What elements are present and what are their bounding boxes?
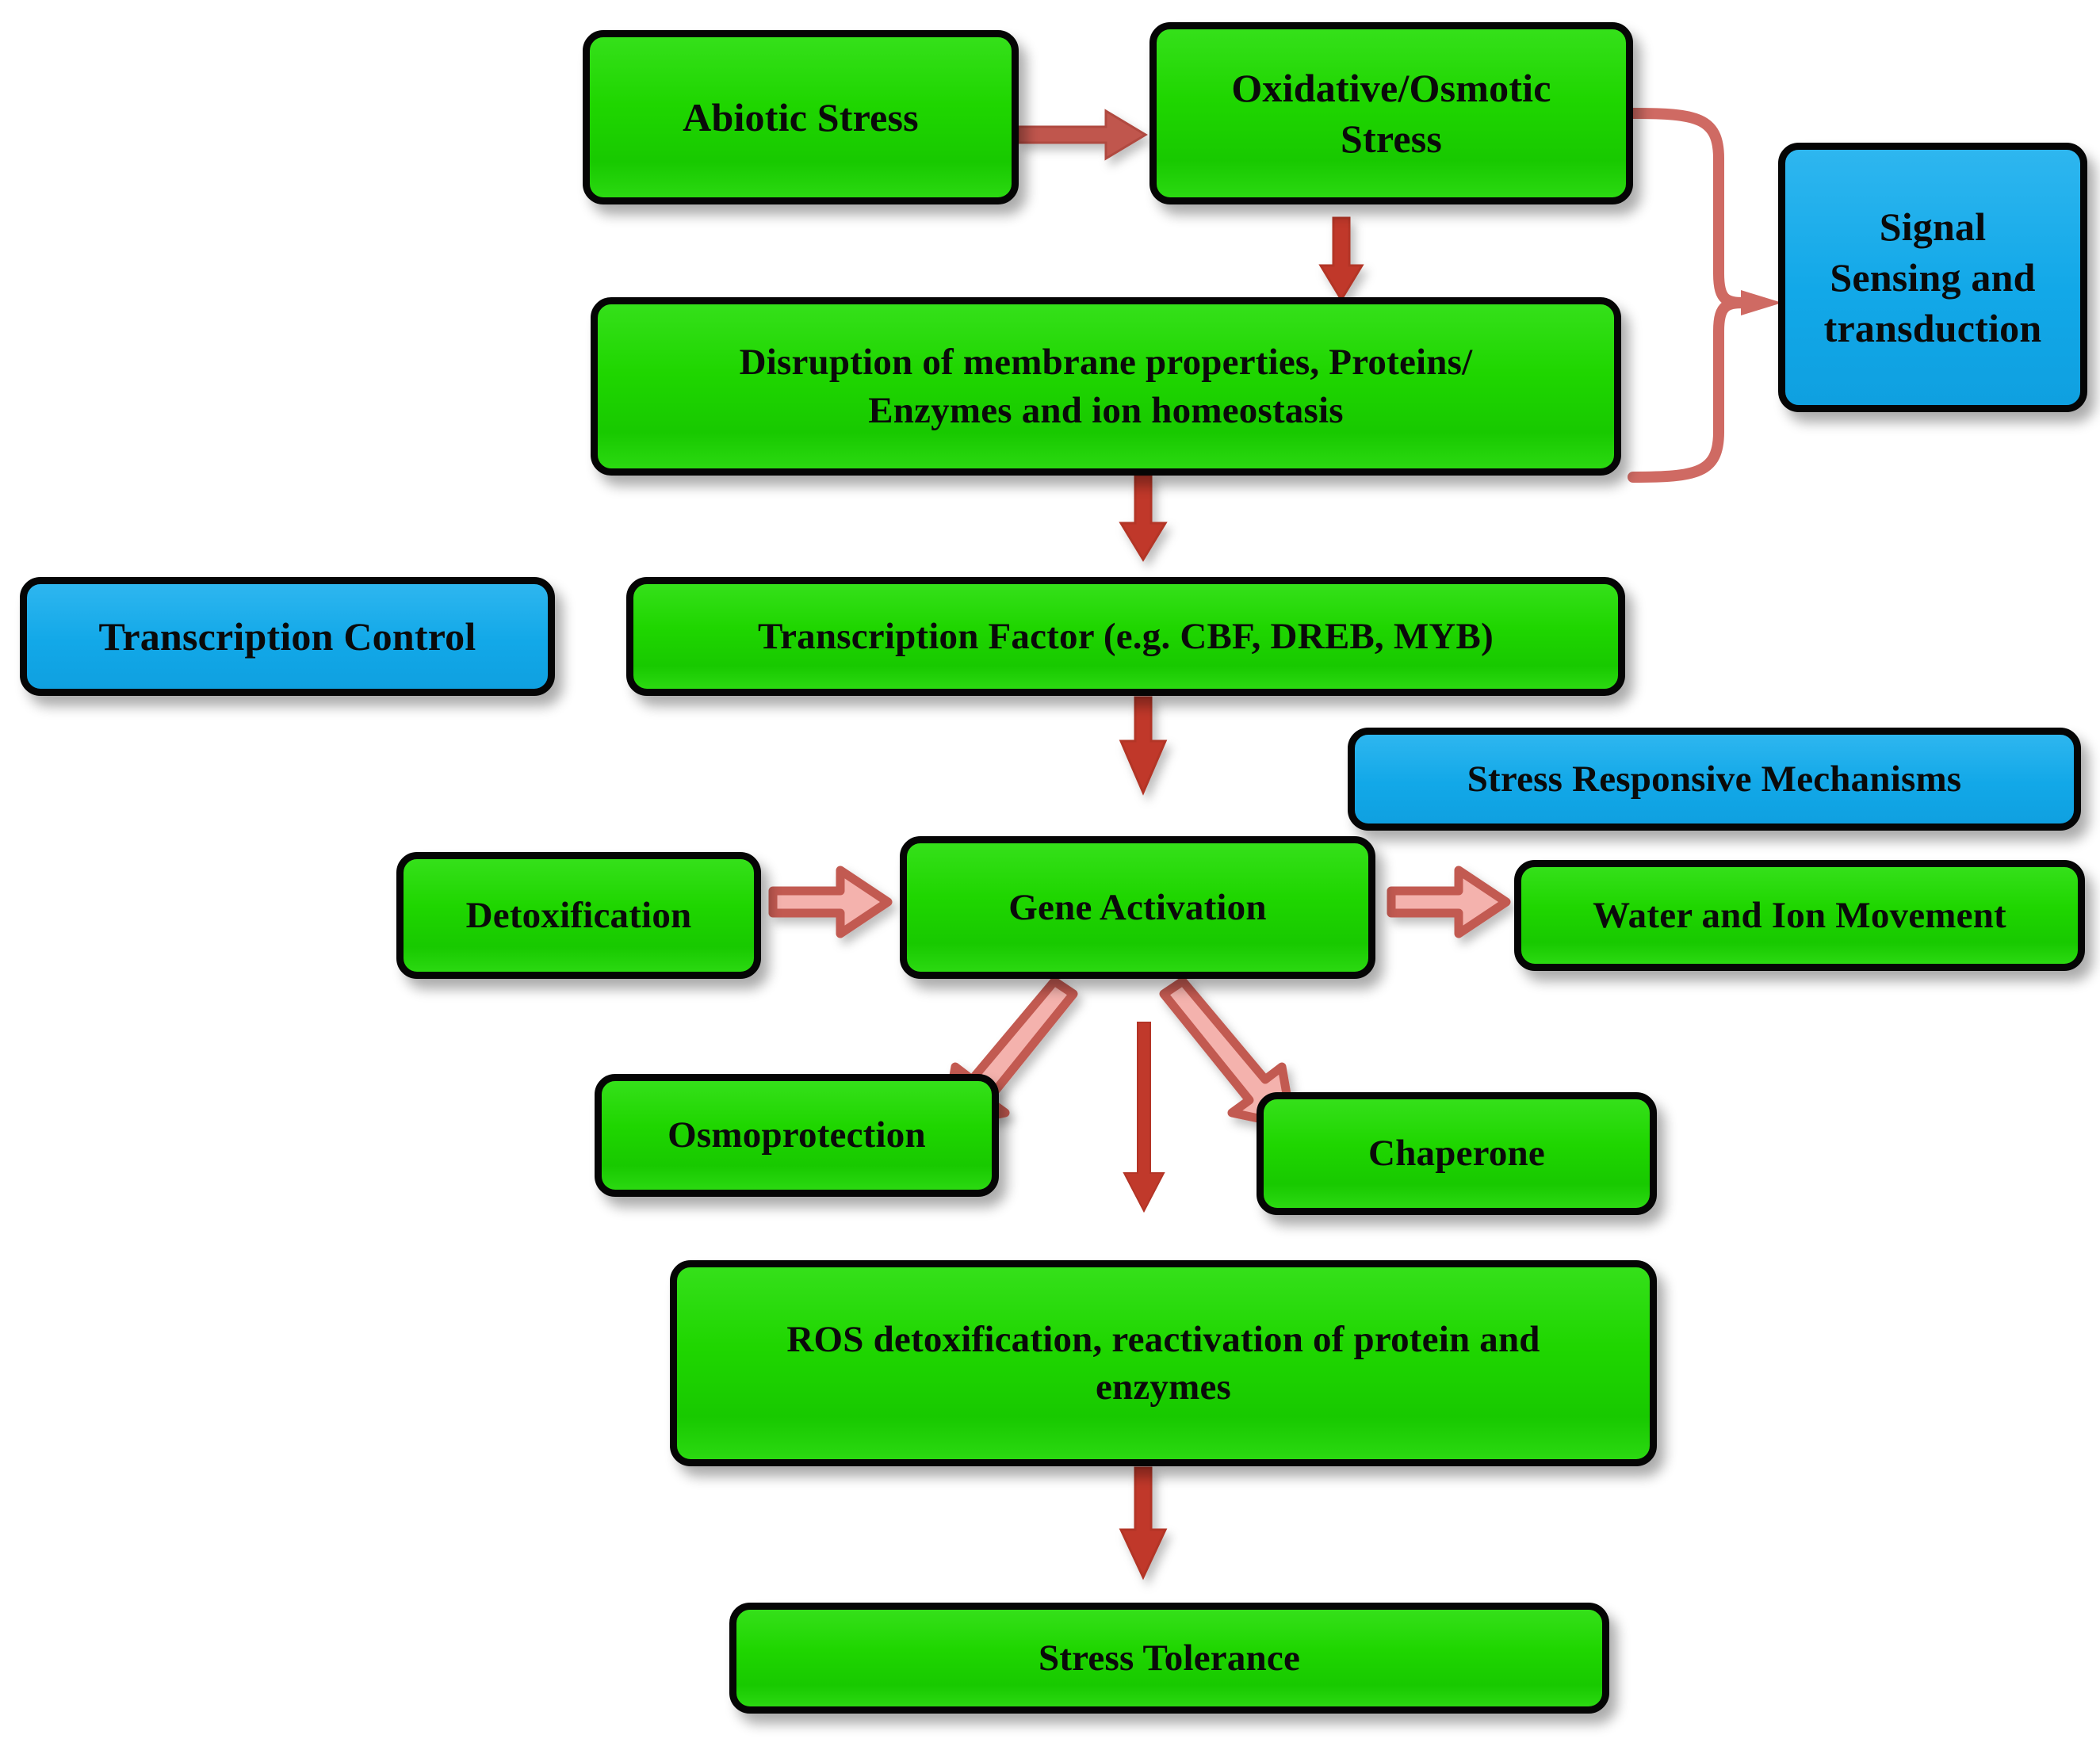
node-oxidative-osmotic-stress[interactable]: Oxidative/Osmotic Stress bbox=[1149, 22, 1633, 204]
node-ros-detoxification[interactable]: ROS detoxification, reactivation of prot… bbox=[670, 1260, 1657, 1466]
node-label-signal-line2: Sensing and bbox=[1830, 255, 2036, 300]
node-label-signal-line3: transduction bbox=[1823, 306, 2042, 350]
arrow-disruption-to-transcription-factor bbox=[1119, 474, 1168, 562]
arrow-gene-activation-to-water-ion-movement bbox=[1387, 866, 1511, 938]
node-chaperone[interactable]: Chaperone bbox=[1257, 1092, 1657, 1215]
node-label-gene-activation: Gene Activation bbox=[1008, 886, 1267, 928]
arrow-ros-detox-to-stress-tolerance bbox=[1119, 1466, 1168, 1580]
node-label-disruption-line1: Disruption of membrane properties, Prote… bbox=[739, 342, 1473, 384]
node-signal-sensing-transduction[interactable]: Signal Sensing and transduction bbox=[1778, 143, 2087, 412]
node-label-transcription-factor: Transcription Factor (e.g. CBF, DREB, MY… bbox=[758, 615, 1494, 657]
node-transcription-factor[interactable]: Transcription Factor (e.g. CBF, DREB, MY… bbox=[626, 577, 1625, 696]
node-detoxification[interactable]: Detoxification bbox=[396, 852, 761, 979]
node-label-disruption-line2: Enzymes and ion homeostasis bbox=[868, 389, 1344, 431]
node-stress-tolerance[interactable]: Stress Tolerance bbox=[729, 1603, 1609, 1714]
node-label-ros-detox-line2: enzymes bbox=[1095, 1366, 1232, 1408]
node-osmoprotection[interactable]: Osmoprotection bbox=[595, 1074, 999, 1197]
node-label-water-ion-movement: Water and Ion Movement bbox=[1593, 894, 2006, 936]
node-label-signal-line1: Signal bbox=[1879, 204, 1987, 249]
node-water-ion-movement[interactable]: Water and Ion Movement bbox=[1514, 860, 2085, 971]
arrow-oxidative-to-disruption bbox=[1318, 216, 1364, 302]
node-label-abiotic-stress: Abiotic Stress bbox=[683, 95, 919, 139]
node-stress-responsive-mechanisms[interactable]: Stress Responsive Mechanisms bbox=[1348, 728, 2081, 831]
node-label-detoxification: Detoxification bbox=[465, 894, 692, 936]
node-disruption-membrane[interactable]: Disruption of membrane properties, Prote… bbox=[591, 297, 1621, 476]
node-gene-activation[interactable]: Gene Activation bbox=[900, 836, 1375, 979]
node-abiotic-stress[interactable]: Abiotic Stress bbox=[583, 30, 1019, 204]
node-transcription-control[interactable]: Transcription Control bbox=[20, 577, 555, 696]
node-label-stress-tolerance: Stress Tolerance bbox=[1038, 1637, 1301, 1679]
node-label-chaperone: Chaperone bbox=[1368, 1133, 1545, 1175]
arrow-gene-activation-to-detoxification bbox=[768, 866, 893, 938]
arrow-abiotic-to-oxidative bbox=[1017, 109, 1148, 161]
arrow-gene-activation-to-ros-detox bbox=[1123, 1022, 1165, 1213]
brace-to-signal-sensing bbox=[1628, 108, 1782, 483]
arrow-transcription-factor-to-gene-activation bbox=[1119, 696, 1168, 796]
node-label-ros-detox-line1: ROS detoxification, reactivation of prot… bbox=[786, 1318, 1540, 1360]
node-label-stress-responsive: Stress Responsive Mechanisms bbox=[1467, 758, 1962, 800]
node-label-oxidative-osmotic-line1: Oxidative/Osmotic bbox=[1231, 66, 1551, 110]
node-label-oxidative-osmotic-line2: Stress bbox=[1340, 117, 1443, 161]
node-label-osmoprotection: Osmoprotection bbox=[667, 1114, 926, 1156]
node-label-transcription-control: Transcription Control bbox=[98, 614, 476, 659]
